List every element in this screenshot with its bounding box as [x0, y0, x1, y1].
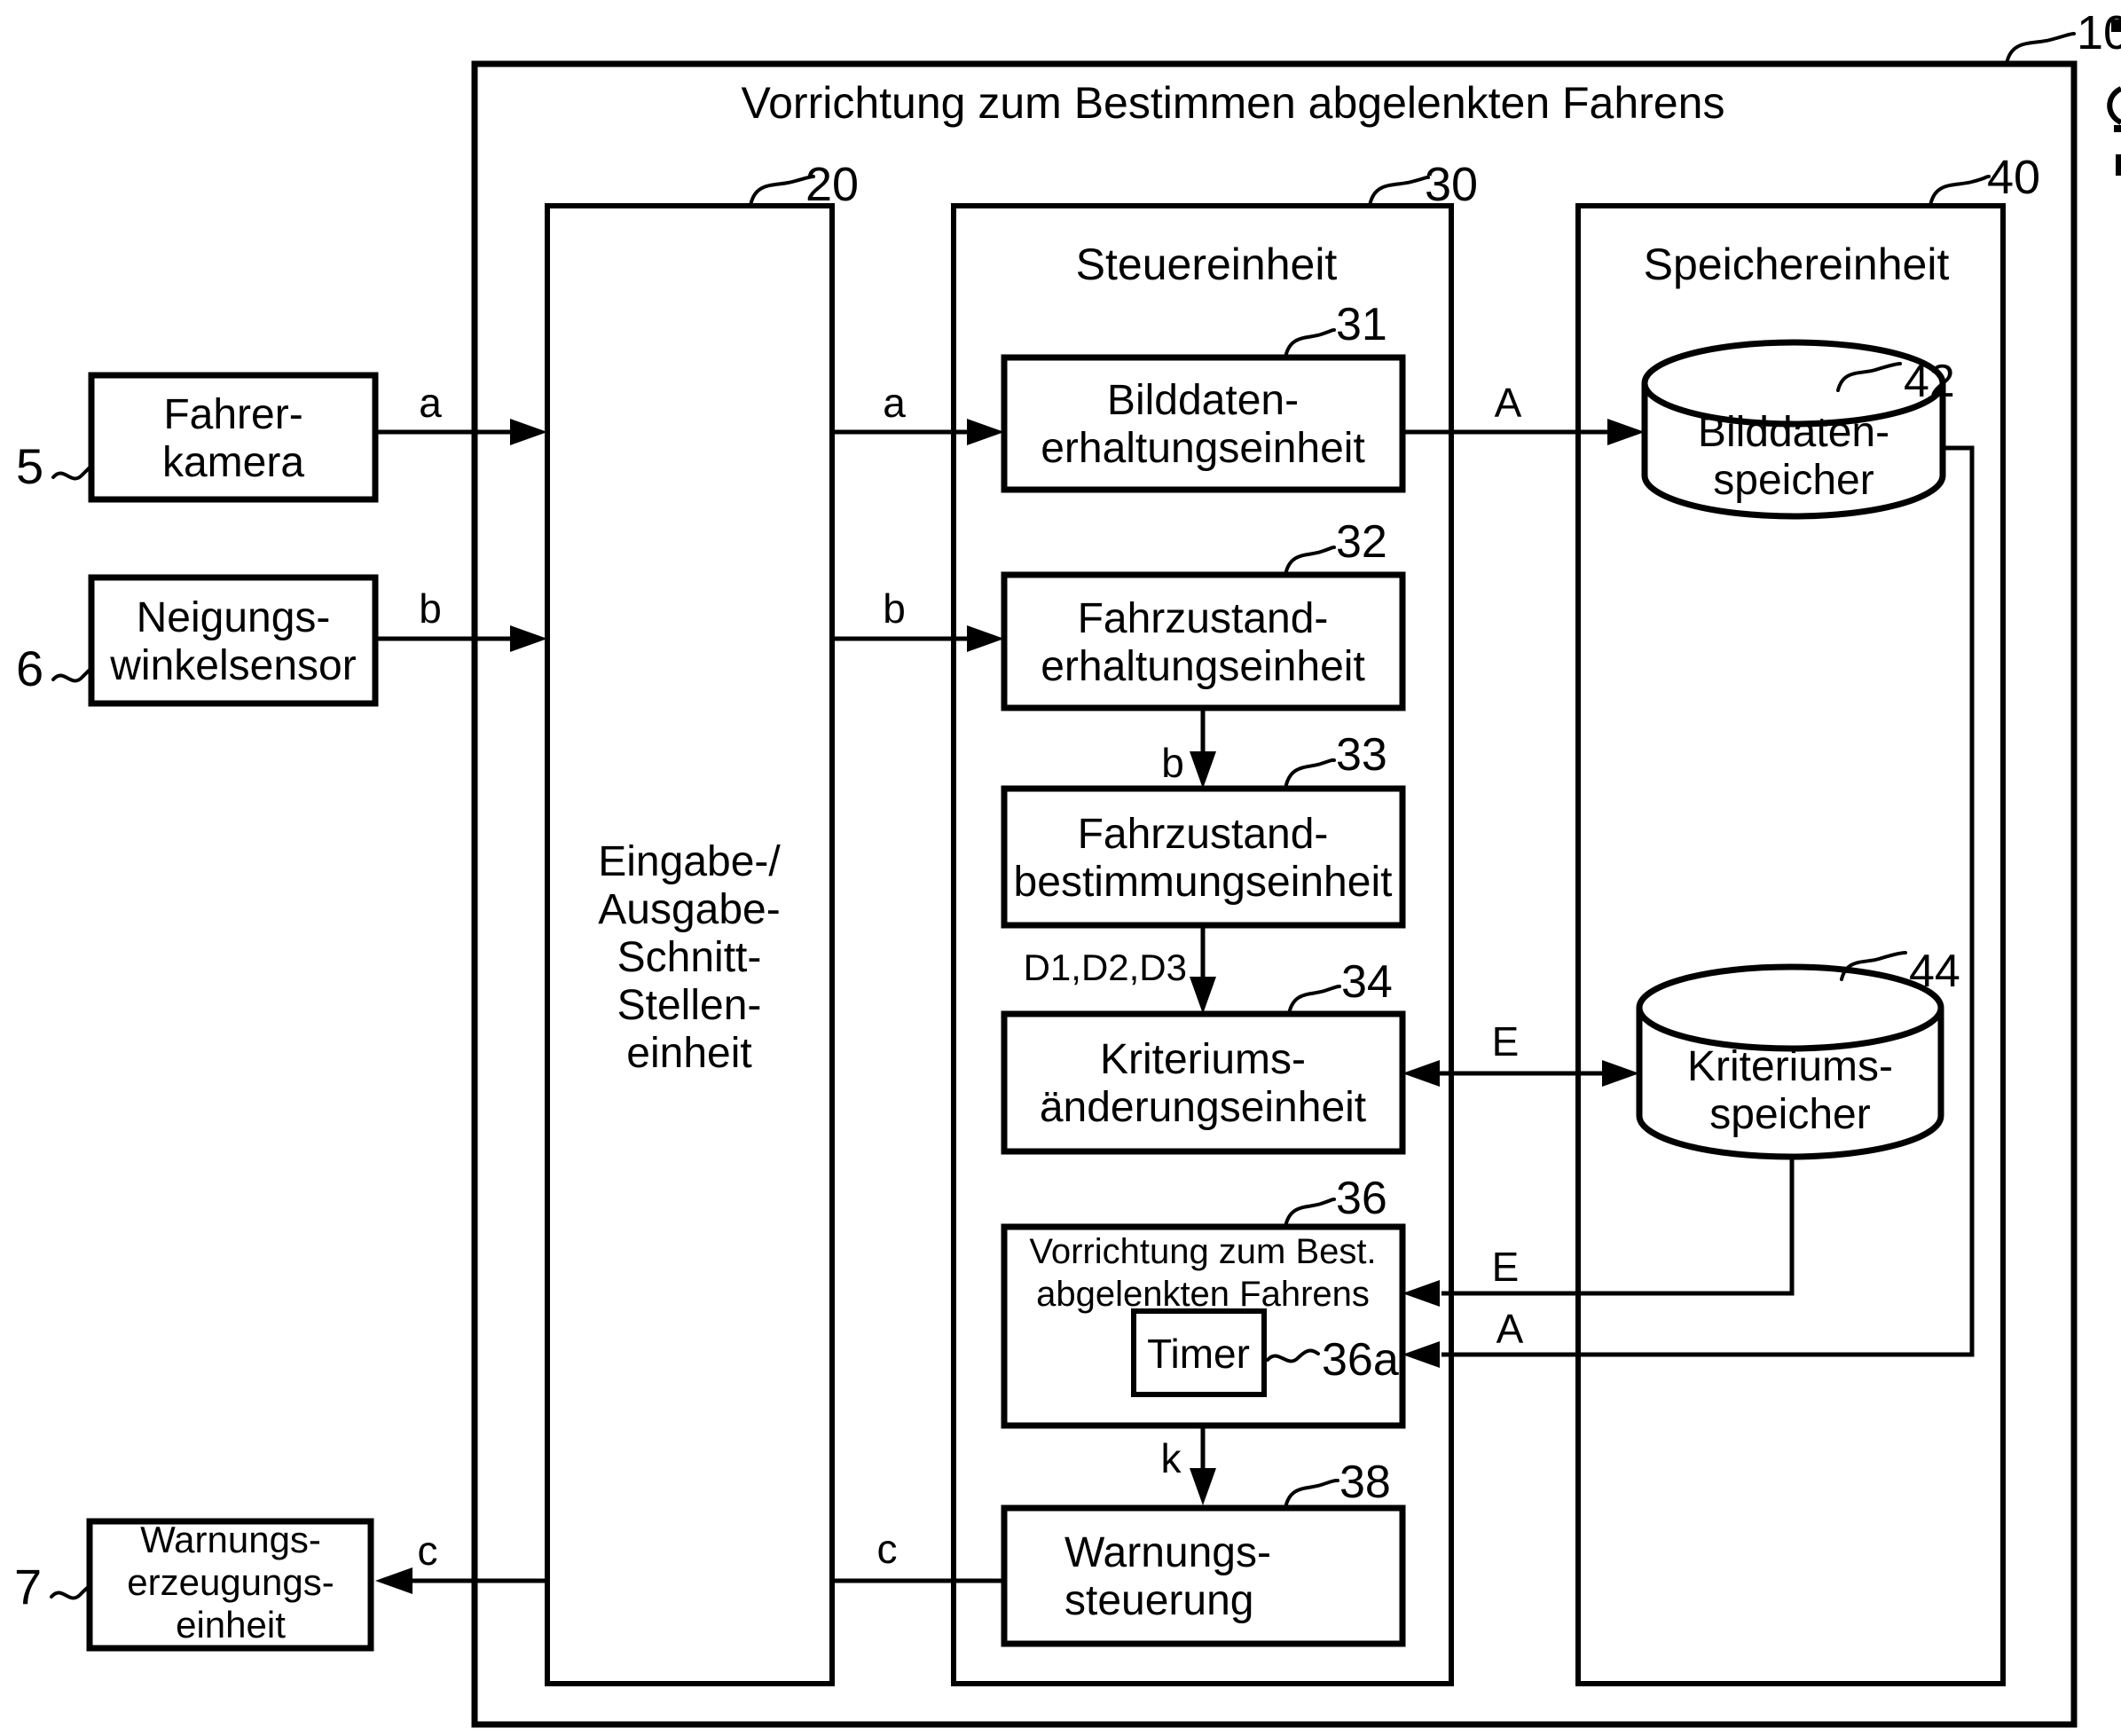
io-line: Ausgabe- — [598, 886, 780, 933]
label-30: 30 — [1425, 158, 1478, 211]
block-31-line: erhaltungseinheit — [1041, 425, 1365, 472]
block-36-line: abgelenkten Fahrens — [1036, 1275, 1370, 1314]
block-33-line: Fahrzustand- — [1078, 811, 1329, 858]
cylinder-44-top — [1639, 967, 1941, 1049]
signal-E-label: E — [1492, 1018, 1520, 1064]
leader-6 — [53, 669, 91, 680]
cylinder-42: Bilddaten- speicher 42 — [1645, 342, 1955, 516]
camera-line: kamera — [162, 439, 304, 486]
label-42: 42 — [1904, 356, 1955, 407]
block-36-line: Vorrichtung zum Best. — [1029, 1232, 1376, 1271]
store-44-line: Kriteriums- — [1687, 1043, 1893, 1090]
arrowhead-c-left — [375, 1567, 412, 1594]
tilt-sensor-line: winkelsensor — [109, 642, 356, 689]
signal-A-label: A — [1495, 380, 1522, 426]
store-44-line: speicher — [1709, 1091, 1870, 1138]
warning-generator-line: Warnungs- — [140, 1519, 321, 1560]
label-38: 38 — [1339, 1457, 1391, 1508]
edge-artifact — [2116, 154, 2121, 176]
label-20: 20 — [805, 158, 859, 211]
label-33: 33 — [1336, 729, 1387, 781]
label-34: 34 — [1341, 956, 1393, 1008]
label-36a: 36a — [1322, 1334, 1399, 1386]
signal-d123-label: D1,D2,D3 — [1024, 947, 1187, 988]
io-line: Eingabe-/ — [598, 838, 781, 885]
block-33-line: bestimmungseinheit — [1014, 859, 1393, 906]
warning-generator-line: einheit — [176, 1604, 286, 1646]
cylinder-44: Kriteriums- speicher 44 — [1639, 946, 1960, 1157]
block-38-line: Warnungs- — [1064, 1529, 1271, 1576]
edge-artifact — [2114, 125, 2121, 132]
edge-artifact — [2109, 89, 2121, 122]
block-31-line: Bilddaten- — [1107, 377, 1299, 424]
signal-b-label: b — [1161, 740, 1184, 786]
leader-10 — [2007, 34, 2074, 64]
store-42-line: Bilddaten- — [1698, 409, 1889, 456]
edge-artifact — [2111, 20, 2121, 32]
warning-generator-line: erzeugungs- — [127, 1561, 334, 1603]
label-10: 10 — [2077, 6, 2121, 59]
signal-c-label: c — [877, 1526, 898, 1572]
tilt-sensor-line: Neigungs- — [137, 594, 331, 641]
block-38-line: steuerung — [1064, 1577, 1254, 1624]
io-line: einheit — [626, 1030, 751, 1077]
block-32-line: Fahrzustand- — [1078, 595, 1329, 642]
io-line: Stellen- — [617, 982, 762, 1029]
block-32-line: erhaltungseinheit — [1041, 643, 1365, 690]
label-44: 44 — [1909, 946, 1960, 997]
block-34-line: änderungseinheit — [1040, 1084, 1366, 1131]
signal-k-label: k — [1161, 1435, 1182, 1481]
label-5: 5 — [16, 438, 43, 494]
signal-c-label: c — [418, 1528, 438, 1574]
block-34-line: Kriteriums- — [1100, 1036, 1306, 1083]
label-36: 36 — [1336, 1173, 1387, 1224]
timer-label: Timer — [1147, 1331, 1250, 1377]
store-42-line: speicher — [1713, 457, 1874, 504]
control-unit-title: Steuereinheit — [1076, 240, 1338, 289]
signal-a-label: a — [419, 380, 442, 426]
label-32: 32 — [1336, 516, 1387, 568]
label-40: 40 — [1987, 151, 2040, 204]
signal-b-label: b — [883, 585, 906, 632]
signal-A-label: A — [1496, 1306, 1524, 1352]
camera-line: Fahrer- — [163, 391, 302, 438]
storage-unit-title: Speichereinheit — [1644, 240, 1950, 289]
signal-E-label: E — [1492, 1244, 1520, 1290]
signal-a-label: a — [883, 380, 906, 426]
io-line: Schnitt- — [617, 934, 762, 981]
device-title: Vorrichtung zum Bestimmen abgelenkten Fa… — [742, 78, 1725, 128]
label-6: 6 — [16, 640, 43, 696]
leader-5 — [53, 467, 91, 478]
label-31: 31 — [1336, 299, 1387, 350]
leader-7 — [51, 1587, 90, 1598]
signal-b-label: b — [419, 585, 442, 632]
label-7: 7 — [14, 1559, 42, 1614]
